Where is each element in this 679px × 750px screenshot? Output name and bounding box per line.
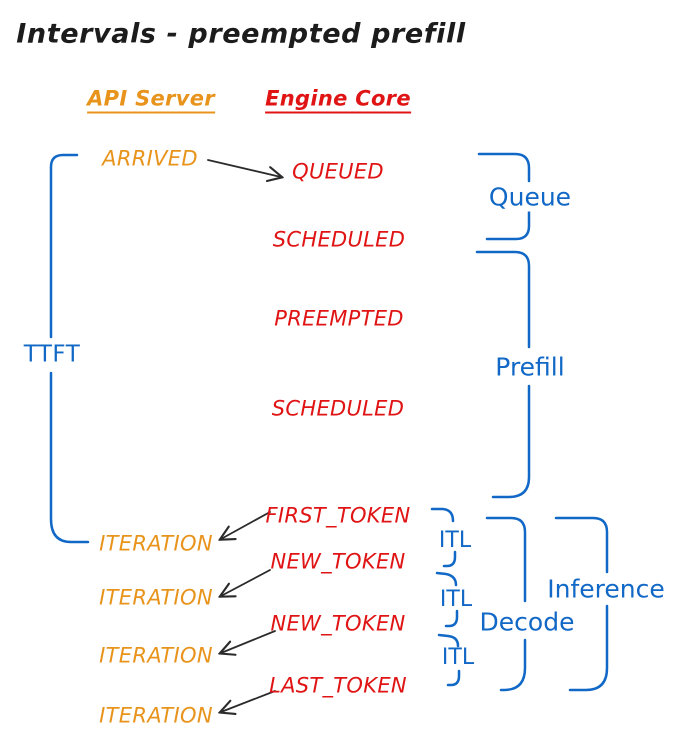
- arrow-arrived-to-queued: [207, 159, 281, 177]
- event-iteration-1: ITERATION: [99, 531, 213, 556]
- itl-bracket-3: [437, 633, 461, 687]
- interval-label-itl-2: ITL: [439, 587, 473, 612]
- event-scheduled-1: SCHEDULED: [272, 227, 406, 252]
- event-arrived: ARRIVED: [102, 146, 198, 171]
- interval-label-itl-3: ITL: [441, 645, 475, 670]
- itl-bracket-1: [430, 507, 457, 568]
- arrow-new-token1-to-iteration: [221, 569, 271, 596]
- interval-label-inference: Inference: [543, 574, 669, 604]
- interval-label-itl-1: ITL: [438, 528, 472, 553]
- event-last-token: LAST_TOKEN: [269, 673, 407, 698]
- inference-bracket: [554, 516, 609, 692]
- event-new-token-1: NEW_TOKEN: [270, 549, 406, 574]
- interval-label-prefill: Prefill: [491, 352, 569, 382]
- event-iteration-3: ITERATION: [99, 643, 213, 668]
- interval-label-decode: Decode: [475, 607, 579, 637]
- event-queued: QUEUED: [292, 159, 384, 184]
- event-preempted: PREEMPTED: [274, 306, 404, 331]
- ttft-bracket: [49, 153, 90, 544]
- arrow-first-token-to-iteration: [221, 511, 271, 539]
- interval-label-ttft: TTFT: [20, 341, 84, 369]
- arrow-new-token2-to-iteration: [221, 630, 276, 653]
- decode-bracket: [485, 516, 527, 692]
- queue-bracket: [477, 152, 531, 241]
- prefill-bracket: [475, 250, 531, 499]
- interval-label-queue: Queue: [484, 182, 576, 212]
- event-new-token-2: NEW_TOKEN: [270, 611, 406, 636]
- diagram-title: Intervals - preempted prefill: [16, 18, 466, 50]
- event-iteration-2: ITERATION: [99, 585, 213, 610]
- column-header-api-server: API Server: [87, 88, 215, 114]
- itl-bracket-2: [435, 571, 459, 628]
- event-iteration-4: ITERATION: [99, 703, 213, 728]
- arrow-last-token-to-iteration: [221, 690, 276, 712]
- event-scheduled-2: SCHEDULED: [271, 396, 405, 421]
- event-first-token: FIRST_TOKEN: [265, 503, 411, 528]
- column-header-engine-core: Engine Core: [265, 88, 411, 114]
